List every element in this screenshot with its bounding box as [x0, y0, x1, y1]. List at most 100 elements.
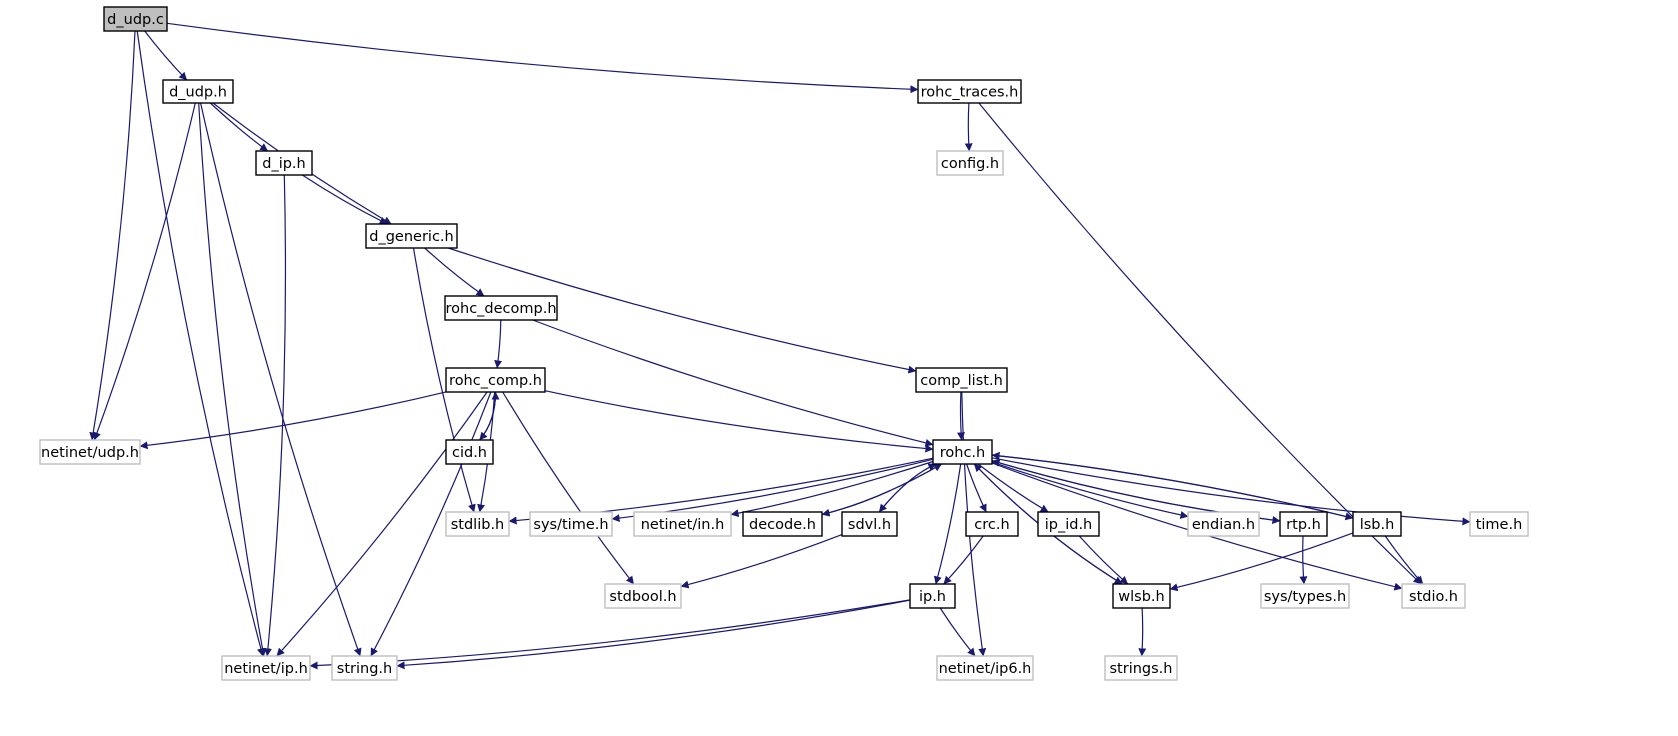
node-sys-time-h: sys/time.h: [529, 511, 613, 537]
node-box: [936, 150, 1004, 176]
edge-cid-h-to-rohc-comp-h: [479, 391, 500, 441]
node-label: stdbool.h: [609, 589, 676, 605]
node-rohc-traces-h[interactable]: rohc_traces.h: [917, 79, 1022, 104]
node-box: [444, 295, 558, 321]
node-label: rohc_comp.h: [449, 373, 542, 389]
node-box: [445, 511, 510, 537]
node-box: [103, 6, 168, 32]
node-label: sys/types.h: [1264, 589, 1346, 605]
edge-d-udp-h-to-d-ip-h: [209, 102, 269, 152]
edge-d-udp-h-to-netinet-ip-h: [198, 102, 267, 657]
node-decode-h[interactable]: decode.h: [742, 511, 823, 537]
edge-rtp-h-to-sys-types-h: [1299, 535, 1308, 585]
edge-d-udp-c-to-netinet-ip-h: [136, 30, 265, 657]
edge-lsb-h-to-wlsb-h: [1169, 532, 1354, 592]
node-comp-list-h[interactable]: comp_list.h: [915, 367, 1008, 393]
node-netinet-in-h: netinet/in.h: [633, 511, 732, 537]
edge-sdvl-h-to-stdbool-h: [680, 534, 843, 589]
node-wlsb-h[interactable]: wlsb.h: [1112, 583, 1171, 609]
node-box: [909, 583, 956, 609]
node-box: [932, 439, 993, 465]
node-lsb-h[interactable]: lsb.h: [1352, 511, 1402, 537]
node-label: netinet/ip6.h: [939, 661, 1032, 677]
node-label: netinet/ip.h: [224, 661, 308, 677]
edge-rohc-h-to-time-h: [991, 457, 1471, 526]
edge-ip-h-to-netinet-ip6-h: [939, 607, 976, 657]
edge-ip-h-to-string-h: [396, 599, 911, 670]
node-stdlib-h: stdlib.h: [445, 511, 510, 537]
node-box: [1112, 583, 1171, 609]
node-rohc-h[interactable]: rohc.h: [932, 439, 993, 465]
node-box: [915, 367, 1008, 393]
node-box: [936, 655, 1034, 681]
edge-wlsb-h-to-strings-h: [1138, 607, 1147, 657]
node-label: rohc_traces.h: [921, 85, 1019, 101]
node-label: stdlib.h: [451, 517, 505, 533]
node-label: strings.h: [1110, 661, 1173, 677]
node-label: config.h: [941, 156, 999, 172]
node-netinet-ip6-h: netinet/ip6.h: [936, 655, 1034, 681]
edge-comp-list-h-to-rohc-h: [957, 391, 966, 441]
nodes-layer: d_udp.c d_udp.h rohc_traces.h d_ip.h config.…: [39, 6, 1529, 681]
node-sys-types-h: sys/types.h: [1260, 583, 1350, 609]
node-d-generic-h[interactable]: d_generic.h: [365, 223, 458, 249]
node-box: [445, 439, 494, 465]
edge-rohc-traces-h-to-config-h: [964, 102, 973, 152]
edge-rohc-comp-h-to-netinet-udp-h: [139, 391, 447, 450]
node-rohc-comp-h[interactable]: rohc_comp.h: [445, 367, 546, 393]
node-d-udp-c[interactable]: d_udp.c: [103, 6, 168, 32]
node-crc-h[interactable]: crc.h: [965, 511, 1019, 537]
node-label: rohc.h: [940, 445, 985, 461]
edge-ip-id-h-to-wlsb-h: [1078, 535, 1129, 585]
node-label: wlsb.h: [1118, 589, 1164, 605]
node-box: [742, 511, 823, 537]
node-label: rohc_decomp.h: [445, 301, 556, 317]
node-box: [221, 655, 311, 681]
edge-rohc-h-to-endian-h: [991, 461, 1189, 519]
node-label: ip_id.h: [1045, 517, 1093, 533]
edge-decode-h-to-rohc-h: [821, 463, 943, 516]
node-ip-h[interactable]: ip.h: [909, 583, 956, 609]
node-box: [633, 511, 732, 537]
node-label: comp_list.h: [920, 373, 1003, 389]
node-netinet-udp-h: netinet/udp.h: [39, 439, 141, 465]
node-box: [965, 511, 1019, 537]
edge-rohc-h-to-sdvl-h: [878, 463, 937, 513]
node-d-ip-h[interactable]: d_ip.h: [255, 150, 313, 176]
node-box: [1260, 583, 1350, 609]
edge-rohc-h-to-ip-id-h: [977, 463, 1049, 513]
node-netinet-ip-h: netinet/ip.h: [221, 655, 311, 681]
node-box: [841, 511, 898, 537]
node-d-udp-h[interactable]: d_udp.h: [162, 79, 234, 104]
node-box: [1352, 511, 1402, 537]
node-label: sys/time.h: [533, 517, 608, 533]
node-config-h: config.h: [936, 150, 1004, 176]
node-label: endian.h: [1192, 517, 1255, 533]
node-ip-id-h[interactable]: ip_id.h: [1037, 511, 1100, 537]
node-label: d_udp.h: [169, 85, 227, 101]
edge-rohc-h-to-crc-h: [966, 463, 987, 513]
node-label: sdvl.h: [848, 517, 891, 533]
node-cid-h[interactable]: cid.h: [445, 439, 494, 465]
node-label: d_generic.h: [369, 229, 453, 245]
edge-d-ip-h-to-netinet-ip-h: [263, 174, 287, 657]
edge-d-udp-c-to-rohc-traces-h: [166, 22, 919, 94]
node-sdvl-h[interactable]: sdvl.h: [841, 511, 898, 537]
node-label: ip.h: [919, 589, 946, 605]
node-box: [1279, 511, 1328, 537]
node-rohc-decomp-h[interactable]: rohc_decomp.h: [444, 295, 558, 321]
edge-rohc-decomp-h-to-rohc-comp-h: [494, 319, 503, 369]
node-box: [604, 583, 682, 609]
node-box: [255, 150, 313, 176]
edge-d-udp-h-to-string-h: [200, 102, 362, 657]
edge-crc-h-to-ip-h: [943, 535, 984, 585]
node-stdbool-h: stdbool.h: [604, 583, 682, 609]
node-label: d_ip.h: [262, 156, 306, 172]
node-box: [162, 79, 234, 104]
node-rtp-h[interactable]: rtp.h: [1279, 511, 1328, 537]
node-time-h: time.h: [1469, 511, 1529, 537]
node-box: [445, 367, 546, 393]
edge-rohc-decomp-h-to-rohc-h: [532, 319, 934, 447]
node-box: [917, 79, 1022, 104]
node-label: decode.h: [749, 517, 816, 533]
